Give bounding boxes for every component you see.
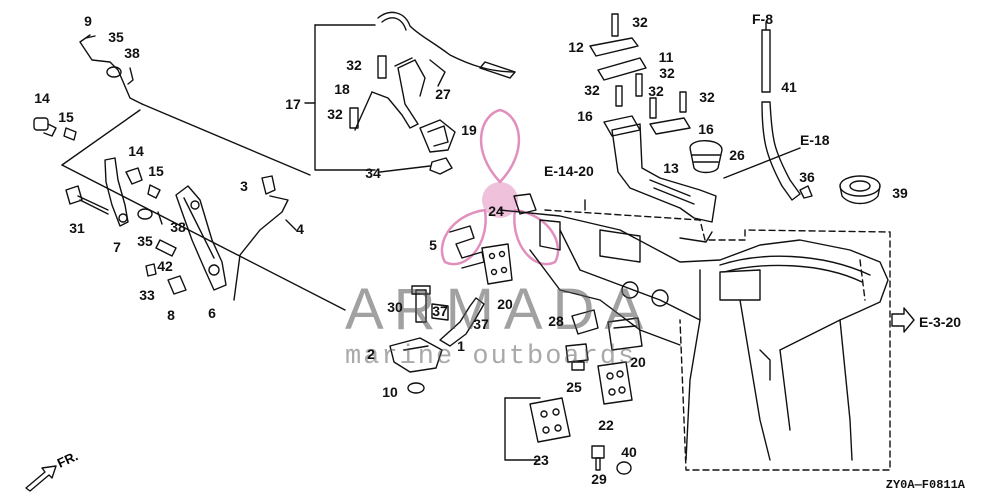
part-label-3: 3 bbox=[240, 178, 248, 194]
front-arrow bbox=[25, 465, 57, 492]
part-22-pad bbox=[597, 361, 633, 405]
part-label-28: 28 bbox=[548, 313, 564, 329]
part-26-grommet bbox=[689, 140, 723, 174]
watermark-tagline: marine outboards bbox=[345, 342, 637, 372]
part-label-15b: 15 bbox=[148, 163, 164, 179]
part-label-2: 2 bbox=[367, 346, 375, 362]
part-label-25: 25 bbox=[566, 379, 582, 395]
watermark-logo bbox=[440, 108, 560, 266]
part-label-16a: 16 bbox=[577, 108, 593, 124]
part-label-8: 8 bbox=[167, 307, 175, 323]
part-label-36: 36 bbox=[799, 169, 815, 185]
part-18-bracket bbox=[371, 59, 426, 129]
part-label-6: 6 bbox=[208, 305, 216, 321]
part-23-pad bbox=[529, 397, 571, 443]
part-label-32a: 32 bbox=[346, 57, 362, 73]
part-label-32e: 32 bbox=[584, 82, 600, 98]
part-label-23: 23 bbox=[533, 452, 549, 468]
part-label-38: 38 bbox=[124, 45, 140, 61]
part-label-10: 10 bbox=[382, 384, 398, 400]
part-label-14b: 14 bbox=[128, 143, 144, 159]
part-label-31: 30 bbox=[387, 299, 403, 315]
part-label-16b: 16 bbox=[698, 121, 714, 137]
part-20-pad bbox=[607, 317, 643, 351]
watermark-brand: ARMADA bbox=[345, 277, 654, 342]
part-label-12: 12 bbox=[568, 39, 584, 55]
part-label-27: 27 bbox=[435, 86, 451, 102]
part-label-34: 34 bbox=[365, 165, 381, 181]
part-6-shift-lever bbox=[175, 185, 227, 291]
part-label-33: 33 bbox=[139, 287, 155, 303]
part-label-24: 24 bbox=[488, 203, 504, 219]
part-13-shift-shaft bbox=[611, 123, 717, 223]
ref-e18: E-18 bbox=[800, 132, 830, 148]
part-label-37a: 37 bbox=[432, 303, 448, 319]
part-label-38b: 38 bbox=[170, 219, 186, 235]
part-label-4: 4 bbox=[296, 221, 304, 237]
part-label-15: 15 bbox=[58, 109, 74, 125]
part-27-harness bbox=[377, 11, 516, 73]
part-label-32g: 32 bbox=[699, 89, 715, 105]
part-label-40: 40 bbox=[621, 444, 637, 460]
part-label-26: 26 bbox=[729, 147, 745, 163]
part-label-17: 17 bbox=[285, 96, 301, 112]
ref-e1420: E-14-20 bbox=[544, 163, 594, 179]
part-label-41: 41 bbox=[781, 79, 797, 95]
part-19-clip bbox=[419, 119, 456, 153]
part-9-rod bbox=[79, 34, 143, 105]
e320-arrow bbox=[891, 307, 915, 333]
part-label-20: 20 bbox=[630, 354, 646, 370]
part-label-11: 11 bbox=[658, 49, 674, 65]
part-label-32c: 32 bbox=[632, 14, 648, 30]
part-label-35b: 35 bbox=[137, 233, 153, 249]
part-41-hose bbox=[761, 29, 771, 93]
part-label-32f: 32 bbox=[648, 83, 664, 99]
part-label-29: 29 bbox=[591, 471, 607, 487]
part-label-37b: 37 bbox=[473, 316, 489, 332]
part-label-22: 22 bbox=[598, 417, 614, 433]
part-label-30: 31 bbox=[69, 220, 85, 236]
part-1-hose bbox=[439, 297, 485, 347]
part-label-21: 20 bbox=[497, 296, 513, 312]
part-label-18: 18 bbox=[334, 81, 350, 97]
part-2-valve bbox=[389, 337, 443, 373]
part-label-42: 42 bbox=[157, 258, 173, 274]
part-label-1: 1 bbox=[457, 338, 465, 354]
part-4-rod bbox=[233, 195, 289, 301]
main-mount-case bbox=[499, 209, 889, 351]
part-label-13: 13 bbox=[663, 160, 679, 176]
part-label-19: 19 bbox=[461, 122, 477, 138]
part-7-lever bbox=[104, 157, 129, 227]
part-39-grommet bbox=[839, 175, 881, 197]
part-21-pad bbox=[481, 243, 513, 285]
part-label-32b: 32 bbox=[327, 106, 343, 122]
part-label-9: 9 bbox=[84, 13, 92, 29]
ref-e320: E-3-20 bbox=[919, 314, 962, 330]
part-label-7: 7 bbox=[113, 239, 121, 255]
ref-f8: F-8 bbox=[752, 11, 773, 27]
part-label-32d: 32 bbox=[659, 65, 675, 81]
part-label-5: 5 bbox=[429, 237, 437, 253]
drawing-code: ZY0A—F0811A bbox=[885, 478, 965, 492]
part-label-14: 14 bbox=[34, 90, 50, 106]
part-label-35: 35 bbox=[108, 29, 124, 45]
part-label-39: 39 bbox=[892, 185, 908, 201]
